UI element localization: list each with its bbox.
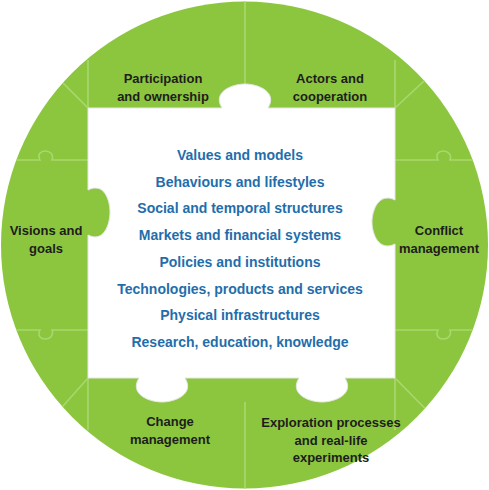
center-puzzle-area: Values and modelsBehaviours and lifestyl… [90,142,390,356]
theme-label: Technologies, products and services [90,276,390,303]
puzzle-piece: Participation and ownership [117,70,209,105]
theme-label: Research, education, knowledge [90,329,390,356]
puzzle-piece: Change management [120,413,220,448]
theme-label: Behaviours and lifestyles [90,169,390,196]
white-puzzle-area [88,84,395,402]
piece-label: Actors and cooperation [282,70,378,105]
puzzle-piece: Actors and cooperation [282,70,378,105]
puzzle-piece: Conflict management [394,222,484,257]
piece-label: Change management [120,413,220,448]
piece-label: Conflict management [394,222,484,257]
theme-label: Values and models [90,142,390,169]
theme-label: Physical infrastructures [90,302,390,329]
piece-label: Participation and ownership [117,70,209,105]
puzzle-piece: Visions and goals [6,222,86,257]
theme-label: Markets and financial systems [90,222,390,249]
piece-label: Exploration processes and real-life expe… [257,414,405,467]
theme-label: Social and temporal structures [90,195,390,222]
theme-label: Policies and institutions [90,249,390,276]
puzzle-piece: Exploration processes and real-life expe… [257,414,405,467]
piece-label: Visions and goals [6,222,86,257]
